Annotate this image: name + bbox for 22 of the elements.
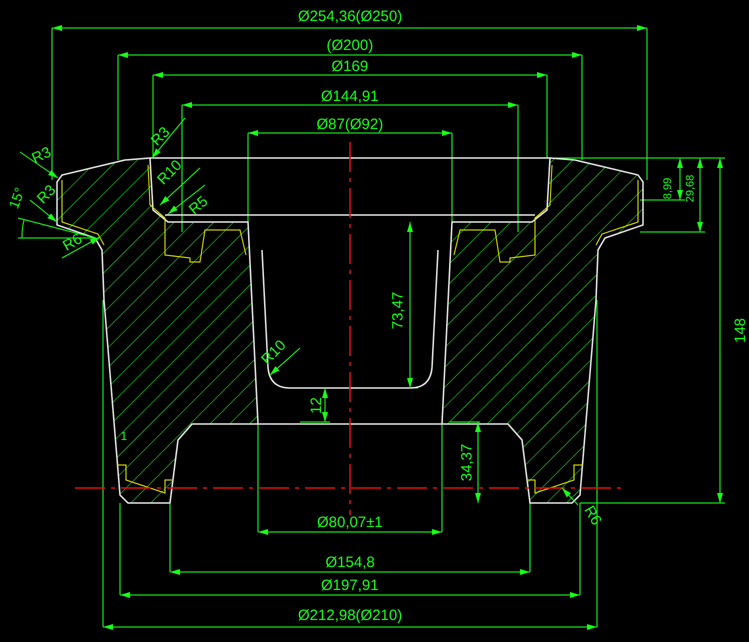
dimension-text: Ø154,8 <box>326 554 375 570</box>
dimension-text: Ø254,36(Ø250) <box>298 8 402 24</box>
dimension-text: R3 <box>34 182 58 206</box>
dimension-text: 148 <box>732 317 748 343</box>
dimension-text: Ø87(Ø92) <box>316 116 384 132</box>
dimension-text: (Ø200) <box>326 38 374 52</box>
dimension-text: R3 <box>29 144 53 166</box>
dimension-text: R10 <box>154 156 185 188</box>
dimension-text: 73,47 <box>390 291 406 329</box>
dimension-text: 1 <box>120 430 128 442</box>
dimension-text: 12 <box>308 396 324 414</box>
dimension-text: Ø197,91 <box>321 578 379 592</box>
dimension-text: 15° <box>6 186 26 210</box>
dimension-text: R5 <box>186 193 210 217</box>
dimension-text: Ø80,07±1 <box>317 514 383 530</box>
dimension-text: Ø144,91 <box>321 88 379 104</box>
dimension-text: Ø169 <box>332 58 368 74</box>
dimension-text: 34,37 <box>459 443 474 481</box>
dimension-text: 29,68 <box>685 174 696 202</box>
dimension-text: R10 <box>258 336 289 368</box>
dimension-text: Ø212,98(Ø210) <box>298 608 402 622</box>
dimension-text: 8,99 <box>662 177 674 199</box>
